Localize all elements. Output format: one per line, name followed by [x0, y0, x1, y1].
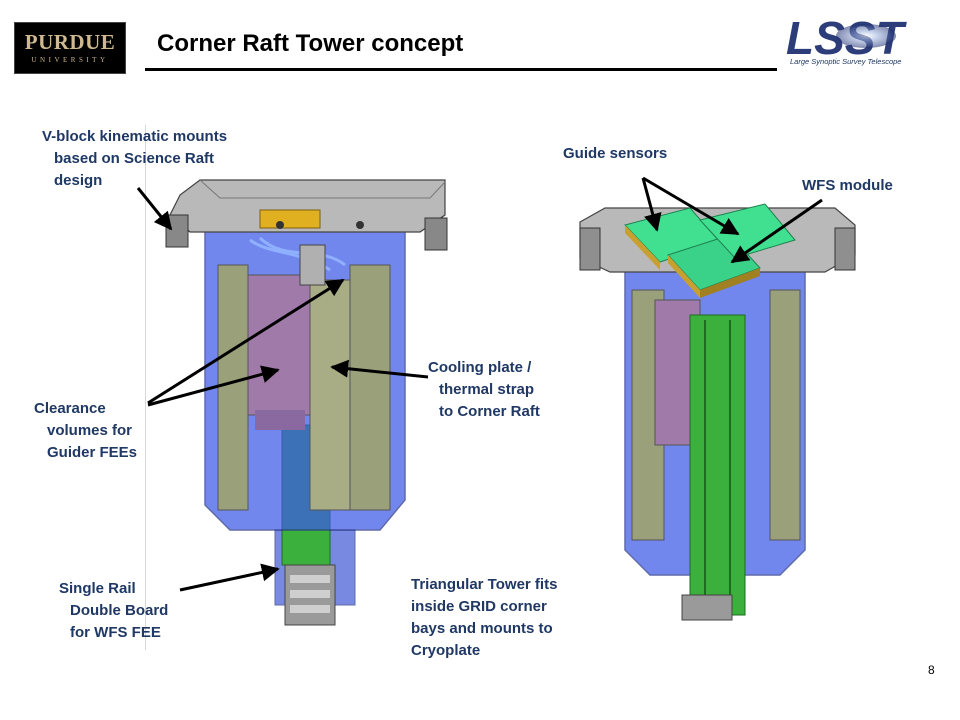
purdue-logo-word: PURDUE [24, 30, 116, 54]
figure-divider [145, 125, 146, 650]
label-guide-sensors: Guide sensors [563, 145, 668, 162]
annotation-arrows [136, 176, 823, 592]
label-clearance-volumes: Clearance volumes for Guider FEEs [34, 400, 138, 461]
label-cooling-plate: Cooling plate / thermal strap to Corner … [428, 359, 540, 420]
purdue-logo-subword: UNIVERSITY [31, 56, 109, 64]
title-underline [145, 68, 777, 71]
lsst-logo: LSST Large Synoptic Survey Telescope [780, 10, 952, 70]
purdue-logo: PURDUE UNIVERSITY [14, 22, 126, 74]
label-triangular-tower: Triangular Tower fits inside GRID corner… [411, 576, 558, 659]
left-tower-model [165, 179, 448, 626]
lsst-logo-graphic: LSST [786, 12, 907, 64]
lsst-tagline: Large Synoptic Survey Telescope [790, 57, 902, 66]
right-tower-model [579, 203, 856, 621]
label-wfs-module: WFS module [802, 177, 893, 194]
label-vblock-mounts: V-block kinematic mounts based on Scienc… [42, 128, 228, 189]
slide-title: Corner Raft Tower concept [157, 30, 464, 57]
page-number: 8 [928, 663, 935, 677]
label-single-rail: Single Rail Double Board for WFS FEE [59, 580, 169, 641]
